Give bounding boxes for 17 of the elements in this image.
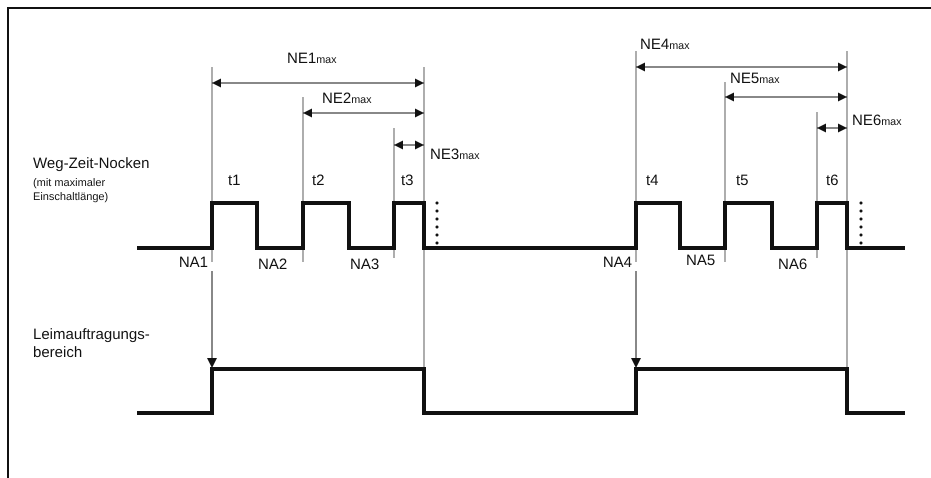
diagram-label: NA2 (258, 256, 288, 273)
signal-point-label: NA4 (592, 255, 636, 271)
diagram-label: t5 (736, 172, 750, 189)
diagram-label: t4 (646, 172, 660, 189)
diagram-label: t6 (826, 172, 840, 189)
diagram-label: (mit maximaler Einschaltlänge) (33, 176, 110, 204)
diagram-label: t3 (401, 172, 415, 189)
diagram-label: Weg-Zeit-Nocken (33, 155, 150, 172)
diagram-label: NA6 (778, 256, 808, 273)
diagram-label: t2 (312, 172, 326, 189)
arrow (631, 270, 641, 368)
arrow (207, 270, 217, 368)
diagram-label: t1 (228, 172, 242, 189)
diagram-label: Leimauftragungs- bereich (33, 326, 151, 362)
signal-point-label: NA1 (168, 255, 212, 271)
diagram-label: NA5 (686, 252, 716, 269)
diagram-label: NA3 (350, 256, 380, 273)
